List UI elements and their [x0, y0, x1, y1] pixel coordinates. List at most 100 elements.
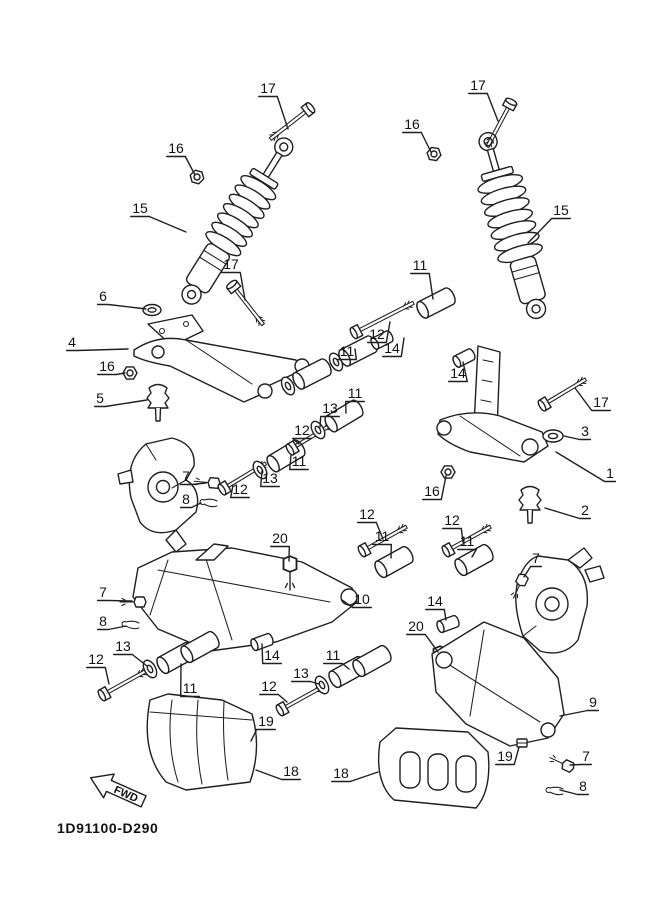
callout-leader	[574, 387, 611, 412]
collar	[434, 613, 462, 635]
callout-leader	[402, 131, 432, 153]
callout-18: 18	[283, 763, 299, 779]
callout-leader	[291, 680, 320, 685]
ball-joint-2	[518, 485, 542, 524]
cotter-pin-8	[199, 498, 218, 508]
callout-leader	[130, 215, 187, 233]
fwd-label: FWD	[112, 784, 140, 805]
callout-leader	[96, 599, 133, 602]
dust-seal-washer-6	[142, 303, 162, 317]
screw-7	[192, 475, 222, 490]
callout-3: 3	[581, 423, 589, 439]
shock-nut-top-right	[425, 146, 443, 162]
lower-arm-left	[132, 543, 358, 653]
callout-16: 16	[99, 358, 115, 374]
shock-nut-top-left	[187, 168, 207, 186]
callout-11: 11	[340, 343, 355, 359]
callout-14: 14	[427, 593, 443, 609]
skid-plate-right	[377, 727, 490, 809]
callout-17: 17	[470, 77, 486, 93]
screw-7	[119, 596, 147, 608]
callout-11: 11	[413, 257, 428, 273]
callout-14: 14	[450, 365, 466, 381]
callout-leader	[345, 400, 365, 414]
callout-leader	[569, 763, 593, 766]
callout-8: 8	[99, 613, 107, 629]
callout-leader	[425, 608, 447, 621]
callout-13: 13	[322, 400, 338, 416]
callout-leader	[367, 321, 391, 344]
callout-leader	[255, 769, 301, 781]
callout-leader	[382, 337, 405, 358]
callout-leader	[65, 348, 129, 352]
callout-leader	[260, 470, 280, 488]
callout-7: 7	[532, 550, 540, 566]
upper-arm-right	[436, 345, 549, 463]
callout-leader	[261, 643, 282, 665]
callout-leader	[331, 771, 379, 783]
callout-8: 8	[579, 778, 587, 794]
callout-leader	[372, 543, 392, 559]
callout-leader	[96, 303, 147, 310]
callout-leader	[559, 709, 600, 717]
callout-leader	[319, 415, 340, 428]
callout-13: 13	[293, 665, 309, 681]
lower-arm-right	[431, 621, 565, 747]
callout-19: 19	[497, 748, 513, 764]
cotter-pin-8	[545, 786, 564, 796]
shock-absorber-right	[477, 131, 547, 320]
callout-leader	[448, 361, 468, 383]
fwd-arrow: FWD	[89, 773, 147, 808]
callout-11: 11	[460, 533, 475, 549]
callout-leader	[341, 599, 372, 609]
clip-19	[516, 738, 528, 748]
arm-nut-16-right	[440, 465, 456, 479]
callout-13: 13	[115, 638, 131, 654]
callout-leader	[270, 545, 290, 562]
callout-11: 11	[292, 453, 307, 469]
bushing	[371, 543, 417, 581]
callout-7: 7	[582, 748, 590, 764]
callout-leader	[179, 502, 202, 509]
callout-11: 11	[326, 647, 341, 663]
callout-12: 12	[261, 678, 277, 694]
callout-leader	[555, 451, 617, 483]
callout-9: 9	[589, 694, 597, 710]
callout-leader	[113, 653, 148, 667]
callout-15: 15	[553, 202, 569, 218]
callout-16: 16	[168, 140, 184, 156]
callout-leader	[86, 666, 110, 685]
callout-12: 12	[88, 651, 104, 667]
steering-knuckle-left	[117, 437, 199, 553]
callout-leader	[289, 454, 309, 471]
callout-leader	[93, 399, 148, 408]
callout-17: 17	[223, 256, 239, 272]
callout-leader	[96, 625, 127, 631]
callout-5: 5	[96, 390, 104, 406]
callout-12: 12	[359, 506, 375, 522]
diagram-code: 1D91100-D290	[57, 820, 158, 836]
upper-arm-left	[133, 314, 310, 403]
callout-leader	[544, 507, 592, 520]
callout-2: 2	[581, 502, 589, 518]
dust-seal-washer-3	[542, 429, 564, 443]
shock-bolt-top-left	[265, 100, 317, 145]
callout-17: 17	[260, 80, 276, 96]
ball-joint-5	[146, 383, 170, 422]
callout-18: 18	[333, 765, 349, 781]
shock-bolt-lower-left	[224, 278, 269, 330]
callout-leader	[523, 565, 543, 578]
callout-leader	[323, 662, 350, 670]
callout-leader	[337, 348, 357, 361]
callout-15: 15	[132, 200, 148, 216]
callout-14: 14	[264, 647, 280, 663]
callout-leader	[563, 435, 592, 441]
bushing	[413, 285, 459, 321]
callout-leader	[406, 633, 439, 653]
callout-leader	[180, 663, 200, 698]
callout-11: 11	[375, 528, 390, 544]
callout-12: 12	[369, 326, 385, 342]
